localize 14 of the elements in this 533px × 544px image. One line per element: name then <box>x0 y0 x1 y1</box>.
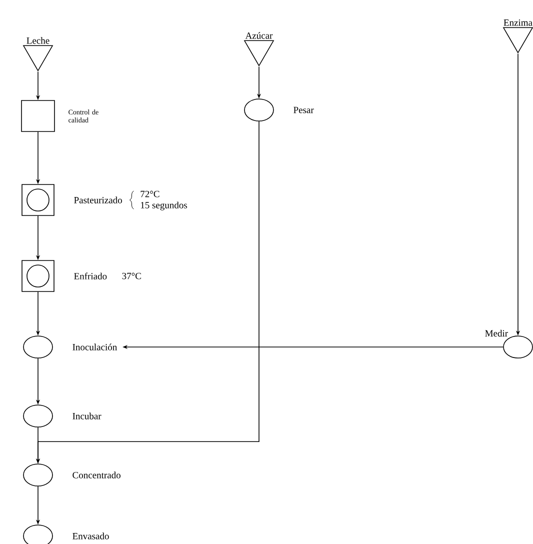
node-label: Envasado <box>72 532 109 540</box>
node-label: Enzima <box>504 19 532 26</box>
condition-text: 72°C <box>140 190 160 198</box>
condition-text: 15 segundos <box>140 202 188 210</box>
node-label: Pesar <box>294 106 314 114</box>
node-label: Incubar <box>72 412 102 420</box>
node-label: Enfriado <box>74 272 107 280</box>
node-label: Pasteurizado <box>74 196 122 204</box>
node-label: Leche <box>26 37 50 44</box>
node-label: Inoculación <box>72 344 117 350</box>
node-label: Concentrado <box>72 472 120 478</box>
temperature-label: 37°C <box>122 272 141 280</box>
node-label: Medir <box>485 330 508 337</box>
node-label: Azúcar <box>245 32 273 39</box>
